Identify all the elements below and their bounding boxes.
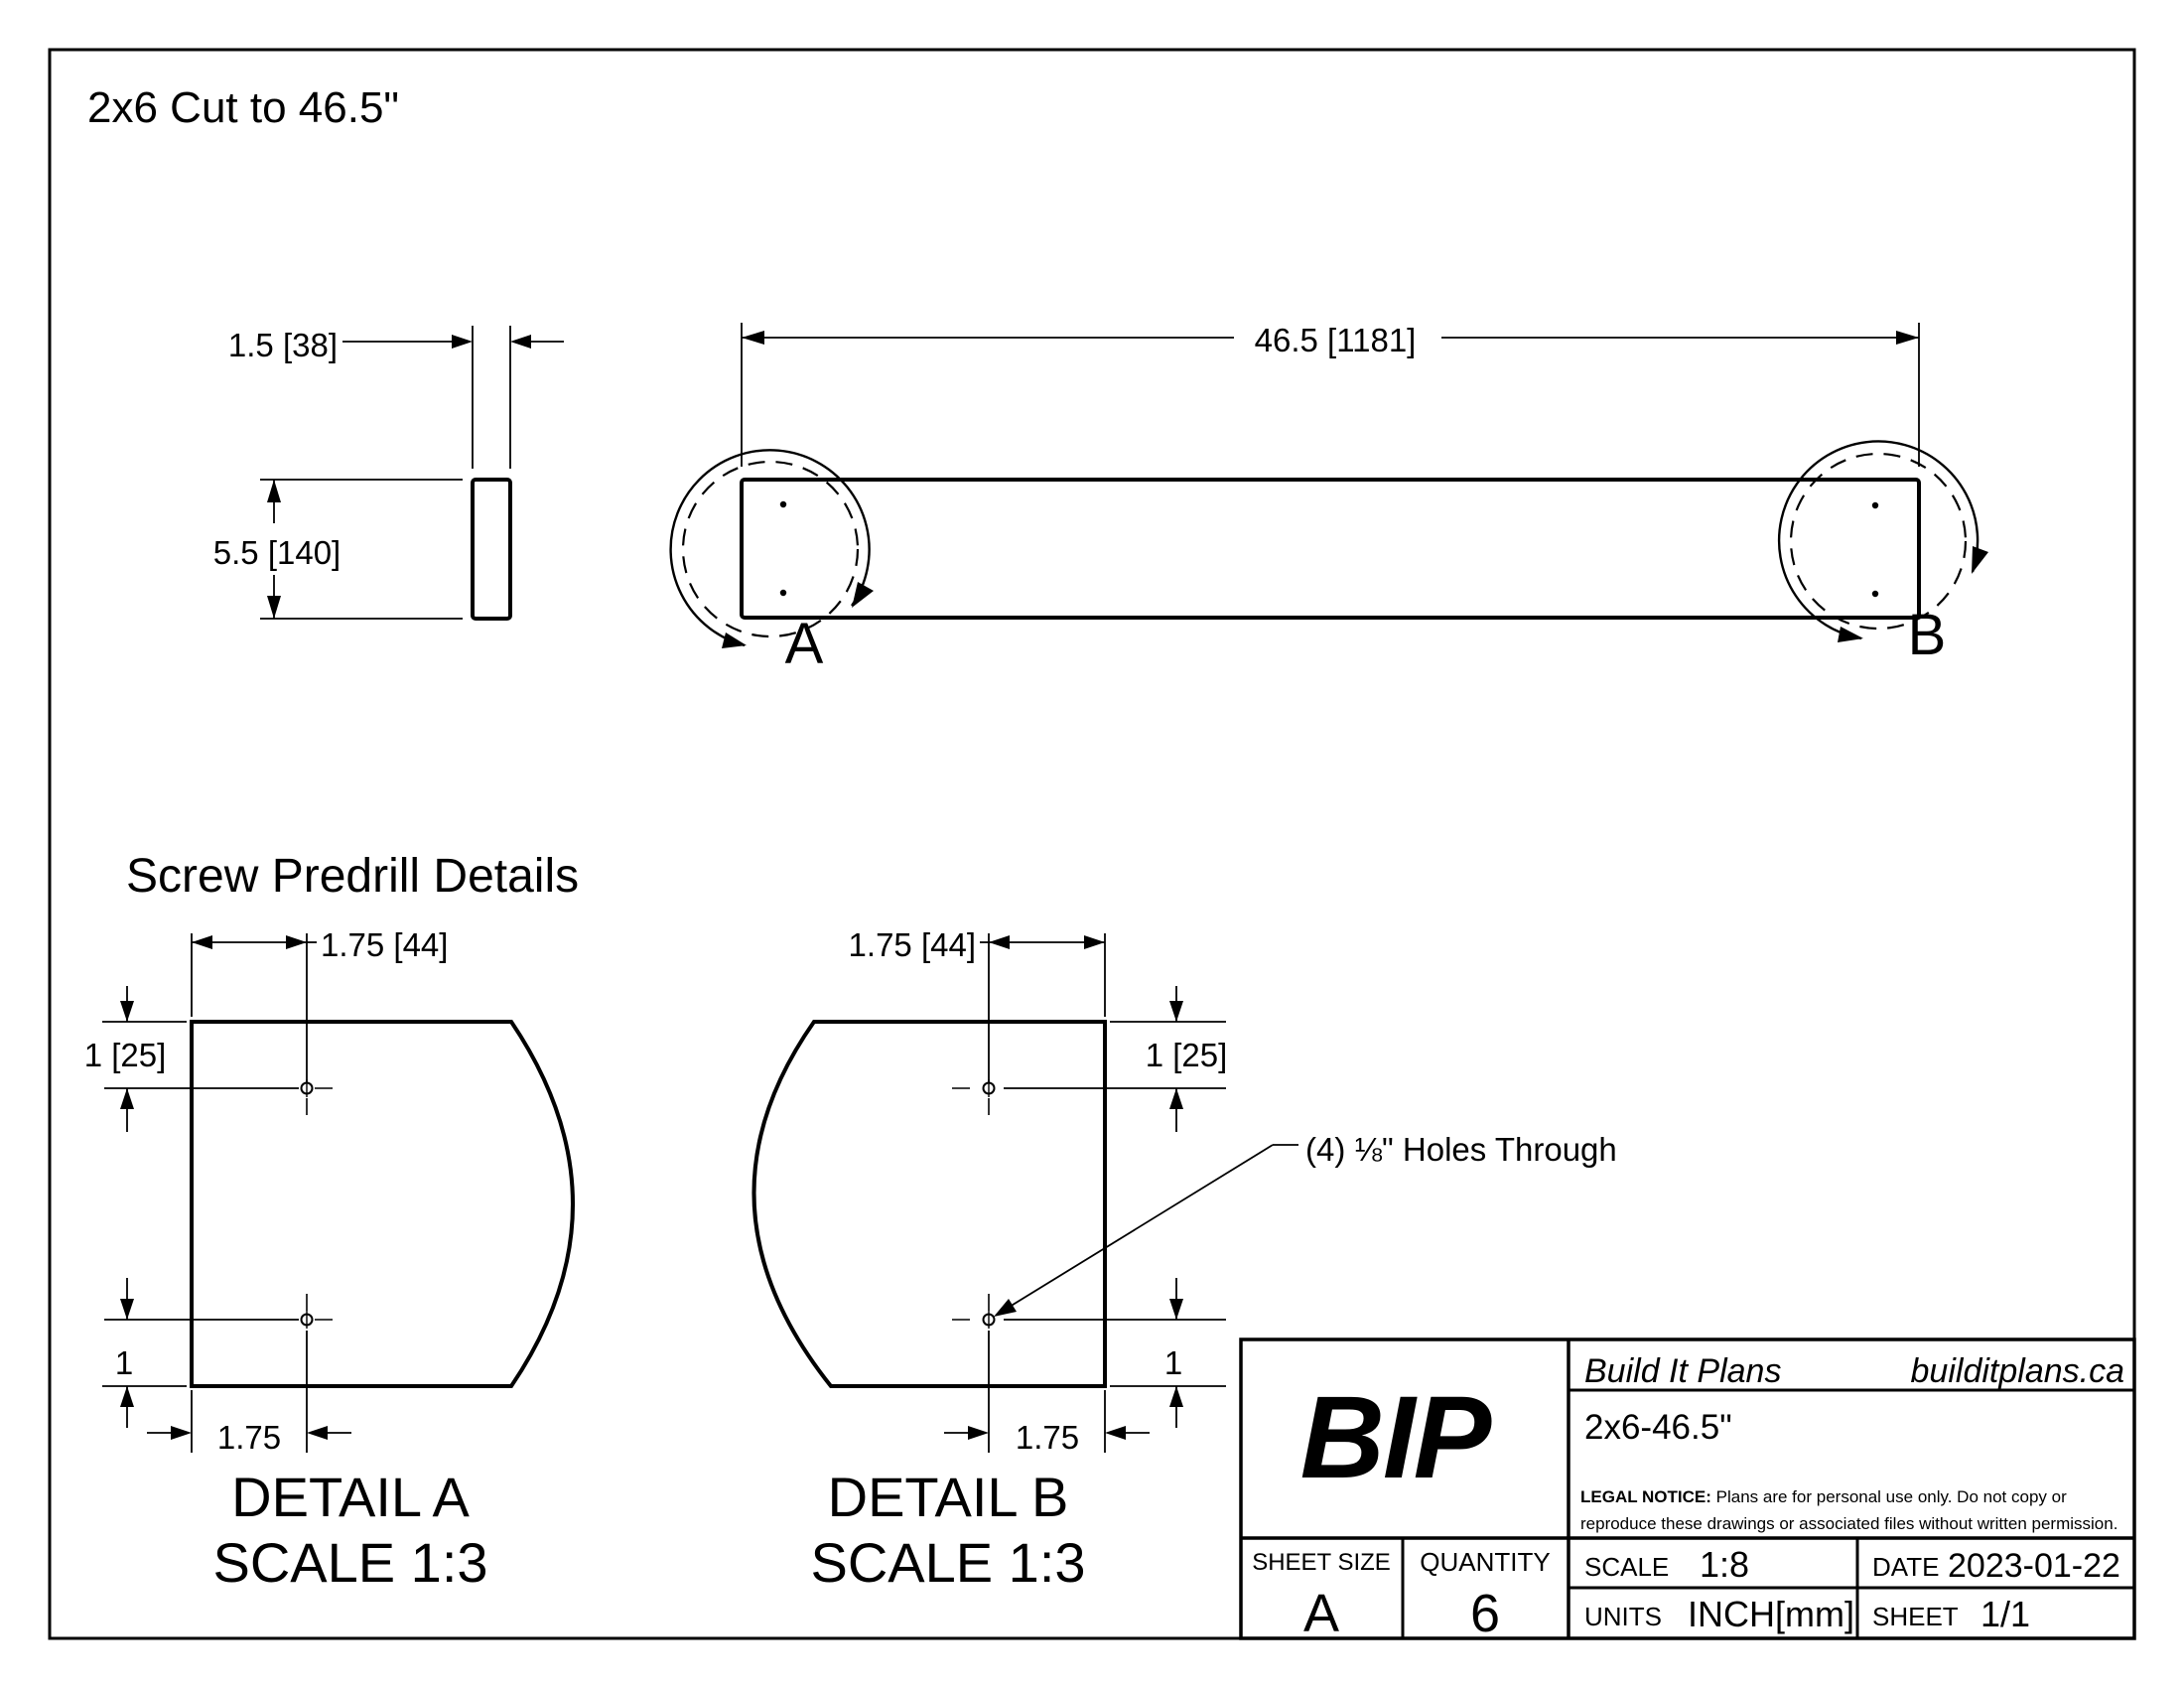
page-border <box>48 48 2136 1640</box>
leader-arrowhead <box>994 1299 1017 1317</box>
arrowhead <box>1169 1001 1183 1022</box>
detail-a-holes <box>300 1079 314 1329</box>
arrowhead <box>1169 1299 1183 1320</box>
holes-note-leader <box>994 1144 1298 1317</box>
detail-a-dims <box>102 933 351 1453</box>
end-view-outline <box>471 478 512 621</box>
arrowhead <box>120 1088 134 1109</box>
arrowhead <box>722 633 747 648</box>
arrowhead <box>286 935 307 949</box>
arrowhead <box>452 335 473 349</box>
scale-value: 1:8 <box>1700 1544 1750 1585</box>
dim-thickness <box>342 326 564 469</box>
arrowhead <box>120 1299 134 1320</box>
arrowhead <box>267 480 281 502</box>
arrowhead <box>307 1426 328 1440</box>
arrowhead <box>1169 1088 1183 1109</box>
part-name: 2x6-46.5" <box>1584 1408 1732 1447</box>
hole-dot <box>779 589 787 597</box>
detail-a-dim-top: 1.75 [44] <box>321 926 449 963</box>
sheet-value: 1/1 <box>1980 1594 2031 1634</box>
arrowhead <box>267 596 281 619</box>
date-label: DATE <box>1872 1552 1940 1582</box>
detail-a-dim-side-top: 1 [25] <box>83 1037 167 1073</box>
legal-notice-line1: LEGAL NOTICE: Plans are for personal use… <box>1580 1488 2067 1505</box>
company-name: Build It Plans <box>1584 1352 1782 1390</box>
main-view-length-dim: 46.5 [1181] <box>1254 322 1417 358</box>
detail-b-centerlines <box>952 1087 990 1321</box>
page-title: 2x6 Cut to 46.5" <box>87 83 400 132</box>
detail-indicator-a <box>669 449 874 648</box>
arrowhead <box>852 582 874 608</box>
sheet-label: SHEET <box>1872 1602 1959 1631</box>
end-view <box>260 326 564 621</box>
arrowhead <box>1972 546 1988 574</box>
detail-a-view <box>102 933 575 1453</box>
detail-b-dim-bottom: 1.75 <box>1015 1419 1080 1456</box>
arrowhead <box>120 1001 134 1022</box>
units-label: UNITS <box>1584 1602 1662 1631</box>
sheet-size-value: A <box>1302 1584 1340 1643</box>
units-value: INCH[mm] <box>1688 1594 1854 1634</box>
arrowhead <box>1105 1426 1126 1440</box>
detail-b-scale: SCALE 1:3 <box>810 1531 1086 1594</box>
detail-b-outline <box>751 1020 1107 1388</box>
quantity-value: 6 <box>1469 1584 1501 1643</box>
arrowhead <box>1084 935 1105 949</box>
holes-note: (4) ⅛" Holes Through <box>1305 1131 1617 1168</box>
detail-b-dim-top: 1.75 [44] <box>848 926 976 963</box>
end-view-thickness-dim: 1.5 [38] <box>227 327 338 363</box>
detail-circle-a <box>681 460 860 638</box>
rotation-arrow-b <box>1777 440 1979 640</box>
detail-a-marker-label: A <box>784 612 824 676</box>
end-view-width-dim: 5.5 [140] <box>212 534 341 571</box>
scale-label: SCALE <box>1584 1552 1670 1582</box>
arrowhead <box>1838 627 1863 642</box>
arrowhead <box>989 935 1010 949</box>
main-view-outline <box>740 478 1921 620</box>
title-block-grid <box>1239 1337 2136 1640</box>
dim-width <box>260 479 463 620</box>
detail-a-scale: SCALE 1:3 <box>212 1531 488 1594</box>
rotation-arrow-a <box>669 449 871 647</box>
detail-b-dim-side-bottom: 1 <box>1163 1344 1183 1381</box>
arrowhead <box>171 1426 192 1440</box>
arrowhead <box>1169 1386 1183 1407</box>
legal-notice-text: Plans are for personal use only. Do not … <box>1710 1487 2067 1506</box>
detail-b-view <box>751 933 1298 1453</box>
company-website: builditplans.ca <box>1910 1352 2124 1390</box>
detail-b-holes <box>982 1079 996 1329</box>
arrowhead <box>120 1386 134 1407</box>
arrowhead <box>510 335 531 349</box>
detail-a-centerlines <box>306 1087 333 1321</box>
arrowhead <box>1896 331 1919 345</box>
detail-b-dims <box>944 933 1226 1453</box>
detail-indicator-b <box>1777 440 1988 642</box>
legal-notice-line2: reproduce these drawings or associated f… <box>1580 1514 2118 1533</box>
arrowhead <box>192 935 212 949</box>
main-view <box>669 323 1988 648</box>
detail-a-dim-side-bottom: 1 <box>114 1344 134 1381</box>
arrowhead <box>968 1426 989 1440</box>
sheet-size-label: SHEET SIZE <box>1252 1549 1391 1576</box>
hole-dot <box>1871 590 1879 598</box>
detail-b-dim-side-top: 1 [25] <box>1145 1037 1228 1073</box>
company-logo: BIP <box>1299 1372 1492 1503</box>
date-value: 2023-01-22 <box>1948 1547 2120 1585</box>
detail-a-outline <box>190 1020 575 1388</box>
detail-circle-b <box>1789 452 1968 631</box>
arrowhead <box>742 331 764 345</box>
detail-a-title: DETAIL A <box>231 1466 470 1528</box>
detail-a-dim-bottom: 1.75 <box>216 1419 282 1456</box>
detail-b-title: DETAIL B <box>827 1466 1069 1528</box>
main-view-holes <box>779 500 1879 598</box>
hole-dot <box>1871 501 1879 509</box>
legal-notice-label: LEGAL NOTICE: <box>1580 1487 1711 1506</box>
detail-b-marker-label: B <box>1907 603 1947 667</box>
dim-length <box>741 323 1920 467</box>
predrill-heading: Screw Predrill Details <box>126 850 580 903</box>
hole-dot <box>779 500 787 508</box>
quantity-label: QUANTITY <box>1420 1547 1551 1577</box>
